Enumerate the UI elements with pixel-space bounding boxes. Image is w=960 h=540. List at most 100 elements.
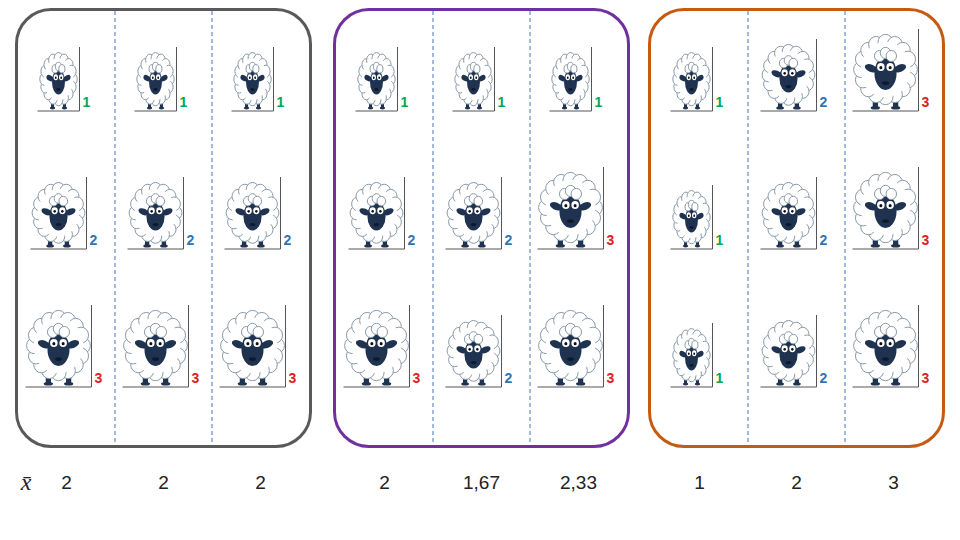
sheep-icon <box>762 320 815 385</box>
sample-panel: 111222333 <box>15 8 312 448</box>
frame-line <box>671 387 713 388</box>
frame-line <box>918 29 919 111</box>
sample-panel: 123123123 <box>648 8 945 448</box>
frame-line <box>816 177 817 249</box>
sheep-weight: 3 <box>607 371 615 385</box>
frame-line <box>91 305 92 387</box>
sheep-weight: 2 <box>284 233 292 247</box>
sample-mean: 2 <box>379 473 390 494</box>
sheep-icon <box>226 182 279 247</box>
sheep-weight: 1 <box>83 95 91 109</box>
frame-line <box>135 111 177 112</box>
sheep-icon <box>129 182 182 247</box>
sheep-icon <box>124 310 188 385</box>
sheep-weight: 1 <box>595 95 603 109</box>
frame-line <box>712 185 713 249</box>
sample-mean: 2 <box>158 473 169 494</box>
frame-line <box>273 47 274 111</box>
frame-line <box>603 305 604 387</box>
frame-line <box>79 47 80 111</box>
frame-line <box>446 249 502 250</box>
frame-line <box>712 47 713 111</box>
frame-line <box>220 387 286 388</box>
sheep-weight: 1 <box>716 233 724 247</box>
frame-line <box>26 387 92 388</box>
sheep-icon <box>137 53 174 110</box>
frame-line <box>712 323 713 387</box>
sheep-weight: 2 <box>408 233 416 247</box>
sample-mean: 3 <box>888 473 899 494</box>
panel-illustration <box>18 11 309 445</box>
sheep-icon <box>27 310 91 385</box>
frame-line <box>453 111 495 112</box>
sample-mean: 1 <box>694 473 705 494</box>
sample-panel: 111223323 <box>333 8 630 448</box>
frame-line <box>232 111 274 112</box>
sheep-icon <box>234 53 271 110</box>
sample-mean: 2 <box>791 473 802 494</box>
sample-mean: 2 <box>255 473 266 494</box>
frame-line <box>853 249 919 250</box>
column-divider <box>212 11 213 445</box>
sheep-weight: 3 <box>192 371 200 385</box>
sheep-icon <box>673 329 710 386</box>
frame-line <box>761 387 817 388</box>
sheep-weight: 3 <box>95 371 103 385</box>
frame-line <box>538 249 604 250</box>
frame-line <box>671 111 713 112</box>
sheep-icon <box>358 53 395 110</box>
panel-illustration <box>651 11 942 445</box>
sheep-icon <box>40 53 77 110</box>
frame-line <box>31 249 87 250</box>
sheep-weight: 2 <box>187 233 195 247</box>
sample-mean: 2,33 <box>560 473 597 494</box>
sheep-icon <box>539 310 603 385</box>
sheep-weight: 1 <box>716 371 724 385</box>
sheep-icon <box>762 44 815 109</box>
frame-line <box>918 305 919 387</box>
sheep-weight: 2 <box>505 371 513 385</box>
frame-line <box>816 39 817 111</box>
frame-line <box>349 249 405 250</box>
frame-line <box>853 111 919 112</box>
frame-line <box>538 387 604 388</box>
frame-line <box>853 387 919 388</box>
column-divider <box>748 11 749 445</box>
sheep-weight: 3 <box>922 95 930 109</box>
mean-symbol: x̄ <box>21 469 32 495</box>
frame-line <box>761 249 817 250</box>
frame-line <box>397 47 398 111</box>
sheep-icon <box>539 172 603 247</box>
column-divider <box>845 11 846 445</box>
sheep-weight: 2 <box>820 95 828 109</box>
sheep-icon <box>447 182 500 247</box>
frame-line <box>183 177 184 249</box>
frame-line <box>603 167 604 249</box>
frame-line <box>591 47 592 111</box>
sheep-icon <box>32 182 85 247</box>
frame-line <box>188 305 189 387</box>
frame-line <box>356 111 398 112</box>
column-divider <box>530 11 531 445</box>
sample-mean: 2 <box>61 473 72 494</box>
sheep-icon <box>854 172 918 247</box>
sheep-weight: 2 <box>820 371 828 385</box>
sheep-weight: 1 <box>180 95 188 109</box>
sheep-weight: 3 <box>289 371 297 385</box>
frame-line <box>176 47 177 111</box>
frame-line <box>409 305 410 387</box>
panel-illustration <box>336 11 627 445</box>
frame-line <box>446 387 502 388</box>
sheep-icon <box>345 310 409 385</box>
sheep-icon <box>455 53 492 110</box>
sheep-weight: 1 <box>277 95 285 109</box>
sheep-weight: 2 <box>820 233 828 247</box>
frame-line <box>761 111 817 112</box>
frame-line <box>404 177 405 249</box>
frame-line <box>344 387 410 388</box>
frame-line <box>285 305 286 387</box>
frame-line <box>550 111 592 112</box>
sheep-weight: 1 <box>401 95 409 109</box>
sheep-weight: 1 <box>716 95 724 109</box>
